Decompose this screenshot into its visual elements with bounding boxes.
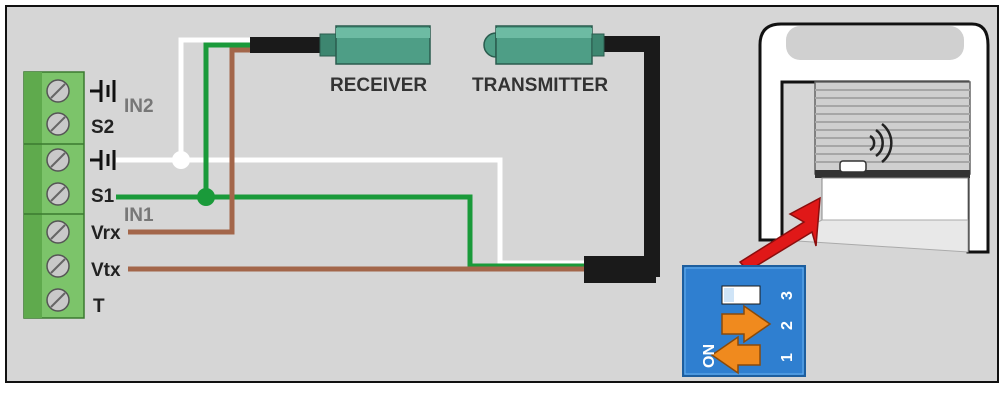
receiver-photocell [319,25,431,65]
wire-green [203,42,255,197]
transmitter-photocell [483,25,605,65]
garage-door-illustration [758,22,990,254]
t-label: T [93,296,105,317]
dip-position-label-1: 1 [779,353,796,362]
wire-white [178,37,255,160]
cable-junction-sleeve [584,256,656,283]
dip-switch-lever-2 [721,304,772,344]
wireless-signal-icon [869,123,893,163]
dip-switch-lever-1 [710,335,761,375]
battery-symbol-icon [90,150,116,170]
junction-dot-white [172,151,190,169]
dip-on-label: ON [701,344,718,368]
wire-brown [128,47,255,235]
terminal-block [23,71,85,319]
in1-label: IN1 [124,205,154,226]
junction-dot-green [197,188,215,206]
wire-green [116,194,592,269]
dip-position-label-2: 2 [779,321,796,330]
vtx-label: Vtx [91,260,121,281]
s1-label: S1 [91,186,115,207]
dip-position-label-3: 3 [779,291,796,300]
s2-label: S2 [91,117,114,138]
transmitter-label: TRANSMITTER [472,75,608,96]
vrx-label: Vrx [91,223,121,244]
receiver-label: RECEIVER [330,75,427,96]
wire-white [116,157,592,266]
remote-control-icon [839,160,867,173]
dip-switch: ON 1 2 3 [682,265,806,377]
battery-symbol-icon [90,80,116,102]
in2-label: IN2 [124,96,154,117]
